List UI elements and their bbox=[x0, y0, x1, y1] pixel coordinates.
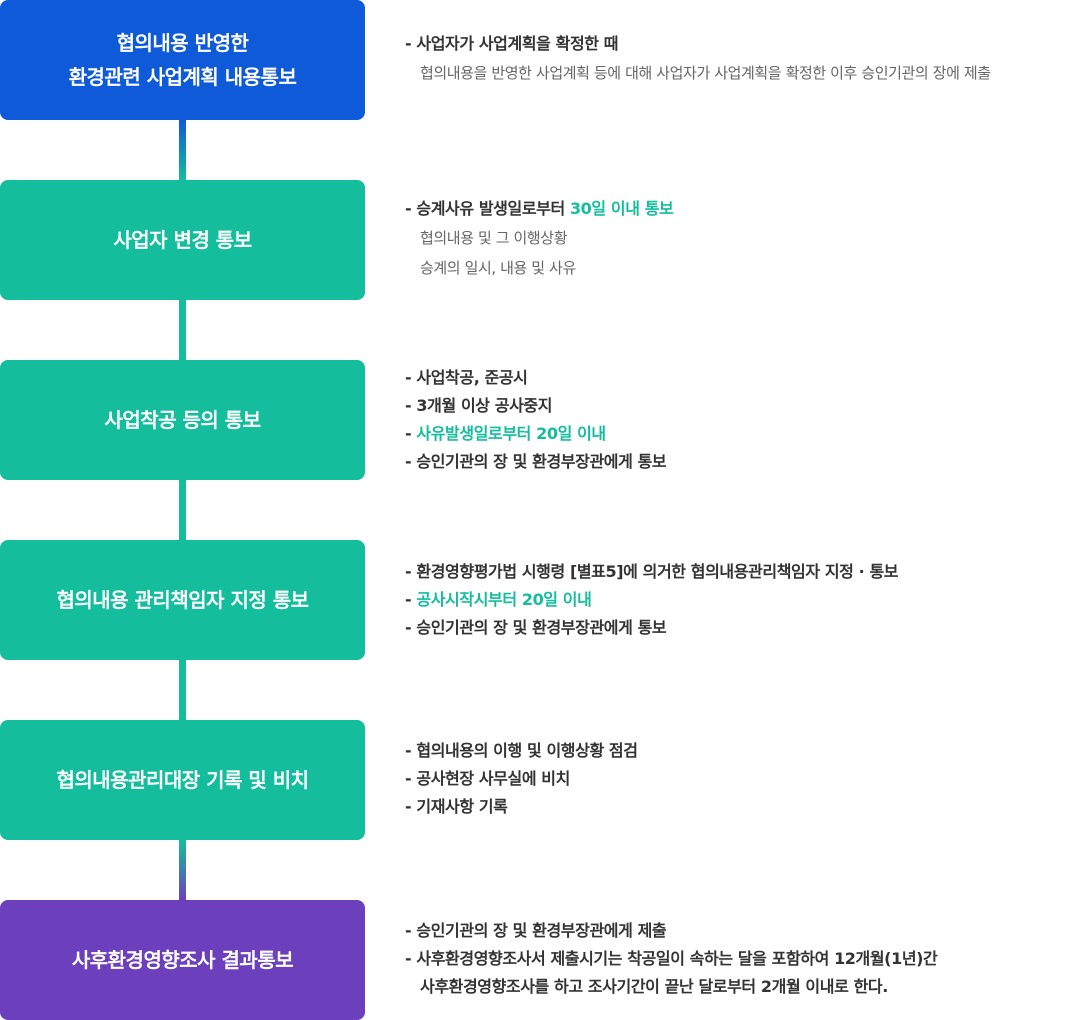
step-2-desc-sub-1: 협의내용 및 그 이행상황 bbox=[420, 229, 568, 247]
step-4-line-1: - 환경영향평가법 시행령 [별표5]에 의거한 협의내용관리책임자 지정 · … bbox=[405, 562, 899, 581]
step-3-description: - 사업착공, 준공시 - 3개월 이상 공사중지 - 사유발생일로부터 20일… bbox=[405, 364, 1085, 476]
step-4-line-3: - 승인기관의 장 및 환경부장관에게 통보 bbox=[405, 618, 667, 637]
connector-2-3 bbox=[179, 300, 186, 360]
step-4-line-2-prefix: - bbox=[405, 590, 417, 609]
step-3-line-2: - 3개월 이상 공사중지 bbox=[405, 396, 553, 415]
step-5-line-2: - 공사현장 사무실에 비치 bbox=[405, 769, 570, 788]
step-6-line-3: 사후환경영향조사를 하고 조사기간이 끝난 달로부터 2개월 이내로 한다. bbox=[420, 977, 888, 996]
step-1-title-line2: 환경관련 사업계획 내용통보 bbox=[68, 65, 297, 89]
step-1-desc-main: - 사업자가 사업계획을 확정한 때 bbox=[405, 34, 619, 53]
step-5-description: - 협의내용의 이행 및 이행상황 점검 - 공사현장 사무실에 비치 - 기재… bbox=[405, 737, 1085, 821]
step-4-title: 협의내용 관리책임자 지정 통보 bbox=[56, 588, 309, 612]
step-3-line-4: - 승인기관의 장 및 환경부장관에게 통보 bbox=[405, 452, 667, 471]
step-4-description: - 환경영향평가법 시행령 [별표5]에 의거한 협의내용관리책임자 지정 · … bbox=[405, 558, 1085, 642]
step-1-box: 협의내용 반영한 환경관련 사업계획 내용통보 bbox=[0, 0, 365, 120]
step-5-line-3: - 기재사항 기록 bbox=[405, 797, 508, 816]
connector-3-4 bbox=[179, 480, 186, 540]
step-5-title: 협의내용관리대장 기록 및 비치 bbox=[56, 768, 309, 792]
step-6-box: 사후환경영향조사 결과통보 bbox=[0, 900, 365, 1020]
step-4-line-2-highlight: 공사시작시부터 20일 이내 bbox=[416, 590, 592, 609]
step-2-desc-prefix: - 승계사유 발생일로부터 bbox=[405, 199, 570, 218]
step-6-description: - 승인기관의 장 및 환경부장관에게 제출 - 사후환경영향조사서 제출시기는… bbox=[405, 917, 1085, 1001]
step-3-line-3: - 사유발생일로부터 20일 이내 bbox=[405, 420, 1085, 448]
step-6-line-1: - 승인기관의 장 및 환경부장관에게 제출 bbox=[405, 921, 667, 940]
step-2-title: 사업자 변경 통보 bbox=[113, 228, 252, 252]
step-6-line-2: - 사후환경영향조사서 제출시기는 착공일이 속하는 달을 포함하여 12개월(… bbox=[405, 949, 938, 968]
step-5-line-1: - 협의내용의 이행 및 이행상황 점검 bbox=[405, 741, 638, 760]
connector-1-2 bbox=[179, 120, 186, 180]
step-2-description: - 승계사유 발생일로부터 30일 이내 통보 협의내용 및 그 이행상황 승계… bbox=[405, 195, 1085, 283]
step-3-box: 사업착공 등의 통보 bbox=[0, 360, 365, 480]
step-3-line-3-prefix: - bbox=[405, 424, 417, 443]
step-1-title-line1: 협의내용 반영한 bbox=[116, 31, 249, 55]
step-4-line-2: - 공사시작시부터 20일 이내 bbox=[405, 586, 1085, 614]
step-3-title: 사업착공 등의 통보 bbox=[104, 408, 261, 432]
step-2-box: 사업자 변경 통보 bbox=[0, 180, 365, 300]
step-3-line-1: - 사업착공, 준공시 bbox=[405, 368, 528, 387]
step-1-description: - 사업자가 사업계획을 확정한 때 협의내용을 반영한 사업계획 등에 대해 … bbox=[405, 30, 1085, 88]
step-2-desc-sub-2: 승계의 일시, 내용 및 사유 bbox=[420, 259, 576, 277]
step-6-title: 사후환경영향조사 결과통보 bbox=[71, 948, 294, 972]
step-4-box: 협의내용 관리책임자 지정 통보 bbox=[0, 540, 365, 660]
step-1-desc-sub: 협의내용을 반영한 사업계획 등에 대해 사업자가 사업계획을 확정한 이후 승… bbox=[420, 64, 991, 82]
step-5-box: 협의내용관리대장 기록 및 비치 bbox=[0, 720, 365, 840]
connector-4-5 bbox=[179, 660, 186, 720]
step-2-desc-highlight: 30일 이내 통보 bbox=[569, 199, 674, 218]
connector-5-6 bbox=[179, 840, 186, 900]
step-2-desc-main: - 승계사유 발생일로부터 30일 이내 통보 bbox=[405, 195, 1085, 223]
step-3-line-3-highlight: 사유발생일로부터 20일 이내 bbox=[416, 424, 606, 443]
